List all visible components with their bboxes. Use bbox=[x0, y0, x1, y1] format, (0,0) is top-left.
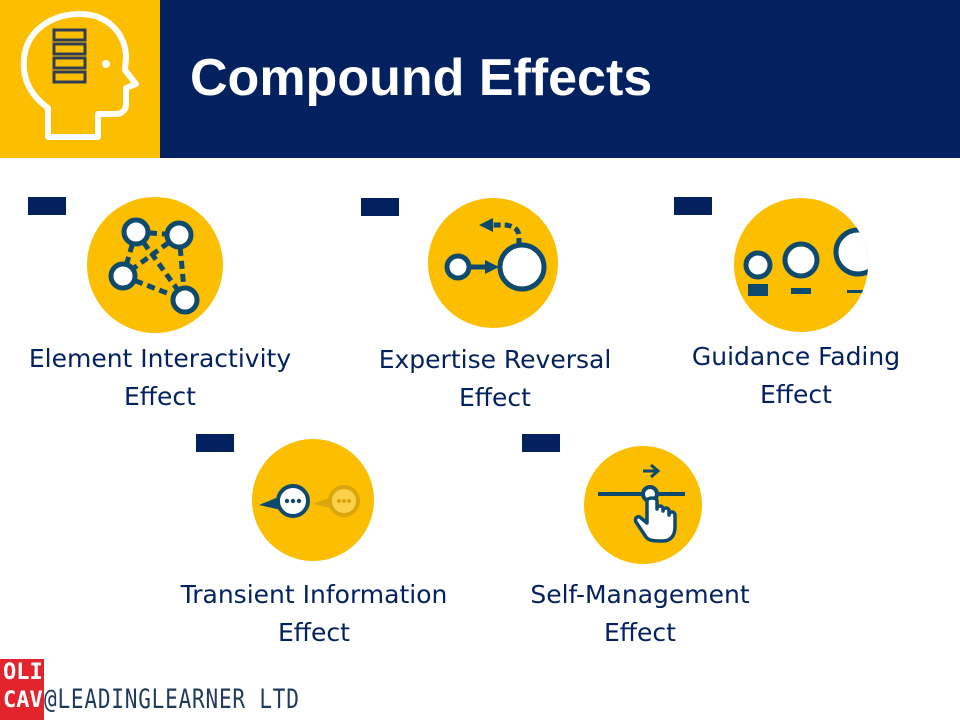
reversal-circles-icon bbox=[428, 198, 558, 328]
effect-label-transient-information: Transient Information Effect bbox=[164, 576, 464, 652]
tag-marker bbox=[196, 434, 234, 452]
footer-logo-badge: OLI CAV bbox=[0, 659, 44, 720]
effect-label-self-management: Self-Management Effect bbox=[490, 576, 790, 652]
label-line: Effect bbox=[278, 618, 350, 647]
effect-label-element-interactivity: Element Interactivity Effect bbox=[10, 340, 310, 416]
hand-slider-icon bbox=[584, 446, 702, 564]
label-line: Effect bbox=[760, 380, 832, 409]
effect-label-guidance-fading: Guidance Fading Effect bbox=[646, 338, 946, 414]
badge-line: CAV bbox=[3, 688, 43, 713]
header-banner: Compound Effects bbox=[0, 0, 960, 158]
logo-box bbox=[0, 0, 160, 158]
effect-label-expertise-reversal: Expertise Reversal Effect bbox=[345, 341, 645, 417]
label-line: Effect bbox=[604, 618, 676, 647]
fading-circles-icon bbox=[734, 198, 868, 332]
speech-bubbles-icon bbox=[252, 439, 374, 561]
label-line: Expertise Reversal bbox=[378, 345, 612, 374]
label-line: Guidance Fading bbox=[691, 342, 901, 371]
tag-marker bbox=[522, 434, 560, 452]
label-line: Element Interactivity bbox=[28, 344, 292, 373]
label-line: Self-Management bbox=[530, 580, 750, 609]
badge-line: OLI bbox=[3, 660, 43, 685]
tag-marker bbox=[28, 197, 66, 215]
label-line: Effect bbox=[459, 383, 531, 412]
label-line: Transient Information bbox=[180, 580, 448, 609]
label-line: Effect bbox=[124, 382, 196, 411]
footer-handle: @LEADINGLEARNER LTD bbox=[44, 684, 300, 715]
head-with-list-icon bbox=[20, 11, 139, 140]
network-nodes-icon bbox=[87, 197, 223, 333]
page-title: Compound Effects bbox=[190, 49, 653, 107]
tag-marker bbox=[361, 198, 399, 216]
tag-marker bbox=[674, 197, 712, 215]
